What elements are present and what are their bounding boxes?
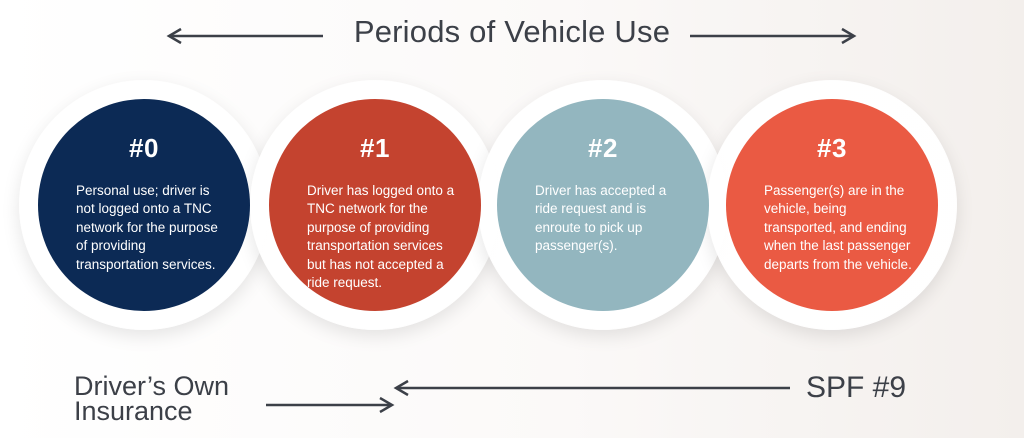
diagram-title: Periods of Vehicle Use: [353, 14, 671, 49]
period-3-description: Passenger(s) are in the vehicle, being t…: [764, 183, 912, 272]
drivers-own-insurance-label: Driver’s Own Insurance: [74, 371, 230, 426]
period-2-description: Driver has accepted a ride request and i…: [535, 183, 667, 254]
period-2-number: #2: [588, 133, 618, 163]
left-arrow-icon: [166, 27, 323, 45]
bottom-long-left-arrow-icon: [393, 379, 790, 397]
period-0-number: #0: [129, 133, 159, 163]
period-3-number: #3: [817, 133, 847, 163]
bottom-short-right-arrow-icon: [266, 396, 395, 414]
period-1-description: Driver has logged onto a TNC network for…: [307, 183, 455, 291]
period-1-circle: #1 Driver has logged onto a TNC network …: [269, 99, 481, 311]
period-0-circle: #0 Personal use; driver is not logged on…: [38, 99, 250, 311]
period-3-circle: #3 Passenger(s) are in the vehicle, bein…: [726, 99, 938, 311]
spf-9-label: SPF #9: [806, 371, 907, 404]
period-1-number: #1: [360, 133, 390, 163]
period-0-description: Personal use; driver is not logged onto …: [76, 183, 218, 272]
right-arrow-icon: [690, 27, 857, 45]
period-2-circle: #2 Driver has accepted a ride request an…: [497, 99, 709, 311]
bottom-left-line-1: Driver’s Own: [74, 371, 230, 401]
bottom-left-line-2: Insurance: [74, 396, 193, 426]
